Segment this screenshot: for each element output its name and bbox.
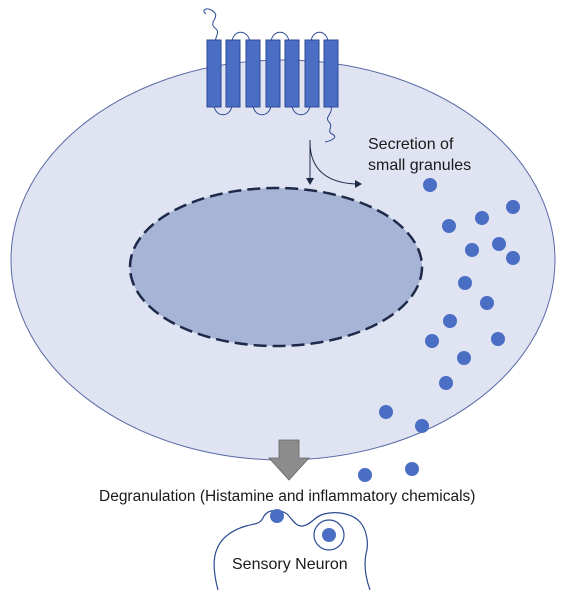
granule: [405, 462, 419, 476]
secretion-label-line2: small granules: [368, 157, 472, 174]
receptor-helix: [323, 39, 339, 108]
granule: [475, 211, 489, 225]
receptor-helix: [284, 39, 300, 108]
receptor-c-terminus: [324, 106, 336, 143]
granule: [425, 334, 439, 348]
granule: [322, 528, 336, 542]
receptor-helix: [225, 39, 241, 108]
secretion-label: Secretion of small granules: [368, 134, 471, 176]
granule: [442, 219, 456, 233]
granule: [491, 332, 505, 346]
arrowhead-right: [355, 180, 362, 188]
granule: [457, 351, 471, 365]
receptor-intracellular-loop: [213, 104, 233, 116]
signal-arrow-to-secretion: [309, 141, 357, 185]
granule: [379, 405, 393, 419]
receptor-extracellular-loop: [310, 31, 329, 43]
neuron-vesicle: [313, 519, 345, 551]
sensory-neuron: [213, 509, 371, 590]
signal-arrows: [306, 140, 362, 188]
granules-in-cell: [379, 178, 520, 419]
granule: [423, 178, 437, 192]
granule: [506, 251, 520, 265]
secretion-label-line1: Secretion of: [368, 136, 454, 153]
degranulation-label: Degranulation (Histamine and inflammator…: [99, 488, 476, 505]
degranulation-arrow: [268, 439, 310, 481]
receptor-intracellular-loop: [291, 104, 311, 116]
released-granules: [358, 419, 429, 482]
receptor-helix: [206, 39, 222, 108]
receptor-helix: [265, 39, 281, 108]
receptor-intracellular-loop: [252, 104, 272, 116]
sensory-neuron-label: Sensory Neuron: [232, 556, 348, 573]
granule: [465, 243, 479, 257]
neuron-membrane: [213, 509, 371, 590]
nucleus: [128, 186, 424, 348]
granule: [270, 509, 284, 523]
receptor-helix: [304, 39, 320, 108]
granule: [506, 200, 520, 214]
arrowhead-down: [306, 178, 314, 185]
granule: [358, 468, 372, 482]
granule: [439, 376, 453, 390]
gpcr-receptor: [203, 8, 339, 143]
receptor-extracellular-loop: [270, 31, 290, 43]
granule: [492, 237, 506, 251]
granule: [443, 314, 457, 328]
granule: [458, 276, 472, 290]
granule: [415, 419, 429, 433]
receptor-helix: [245, 39, 261, 108]
granule: [480, 296, 494, 310]
receptor-n-terminus: [203, 8, 219, 46]
receptor-extracellular-loop: [231, 31, 251, 43]
